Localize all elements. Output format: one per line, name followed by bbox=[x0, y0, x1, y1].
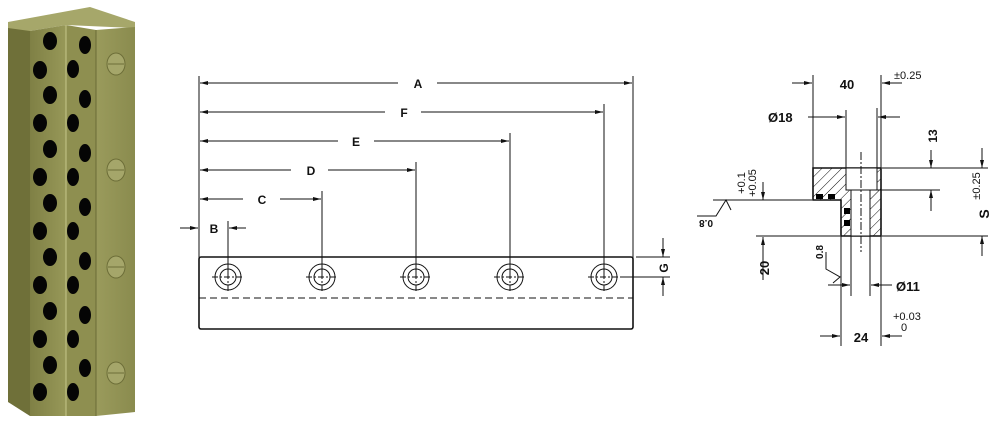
dim-width-top: 40 bbox=[840, 77, 854, 92]
dim-G: G bbox=[657, 263, 671, 272]
dim-height: S bbox=[976, 209, 992, 218]
dim-counterbore-dia: Ø18 bbox=[768, 110, 793, 125]
roughness-bottom: 0.8 bbox=[815, 245, 826, 259]
dim-counterbore-depth: 13 bbox=[926, 129, 940, 143]
dim-hole-dia: Ø11 bbox=[896, 279, 920, 294]
dim-B: B bbox=[210, 222, 219, 236]
front-view: A F E D C B bbox=[180, 76, 671, 330]
front-view-holes bbox=[212, 261, 620, 293]
dim-width-bottom-tol-lower: 0 bbox=[901, 322, 907, 334]
dim-width-top-tol: ±0.25 bbox=[894, 70, 921, 82]
graphite-plugs bbox=[33, 32, 91, 401]
dim-width-bottom-tol-upper: +0.03 bbox=[893, 311, 921, 323]
dim-D: D bbox=[307, 164, 316, 178]
dim-step-tol-lower: +0.05 bbox=[747, 169, 759, 197]
dim-A: A bbox=[414, 77, 423, 91]
roughness-left: 0.8 bbox=[699, 217, 713, 228]
dim-step-tol-upper: +0.1 bbox=[736, 172, 748, 194]
dim-step-height: 20 bbox=[757, 261, 772, 275]
mounting-holes bbox=[106, 52, 126, 385]
dim-C: C bbox=[258, 193, 267, 207]
section-view: 40 ±0.25 Ø18 13 S ±0.25 +0.1 bbox=[697, 70, 992, 346]
dim-height-tol: ±0.25 bbox=[971, 172, 983, 199]
dim-width-bottom: 24 bbox=[854, 330, 869, 345]
product-render bbox=[8, 7, 135, 416]
dim-E: E bbox=[352, 135, 360, 149]
dim-F: F bbox=[400, 106, 407, 120]
